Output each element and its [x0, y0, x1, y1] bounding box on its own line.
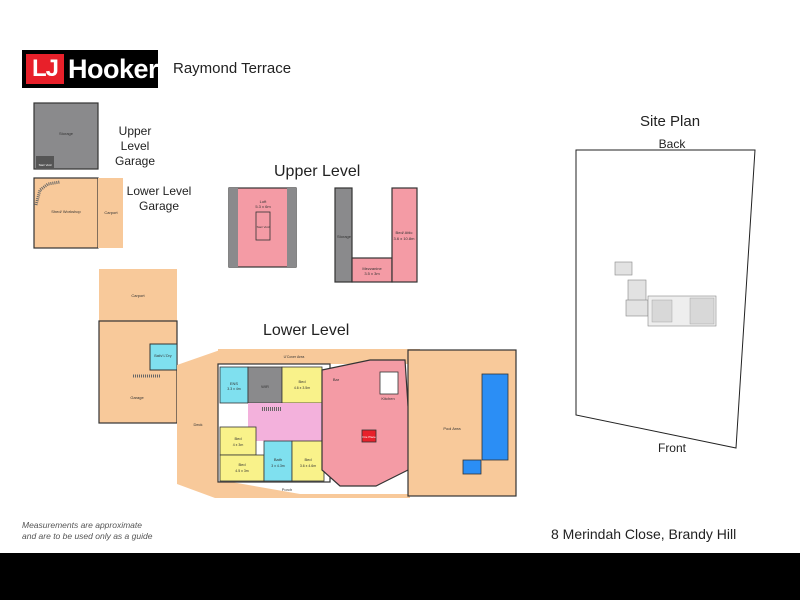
pool-area-label: Pool Area	[443, 426, 461, 431]
loft-label: Loft	[260, 199, 268, 204]
kitchen-label: Kitchen	[381, 396, 394, 401]
fire-place-label: Fire Place	[362, 435, 376, 439]
covered-area-label: U'Cover Area	[284, 355, 305, 359]
bottom-bar	[0, 553, 800, 600]
upper-attic: Storage Mezzanine 3.5 x 3m Bed/ Attic 3.…	[334, 187, 418, 283]
logo-lj-mark: LJ	[26, 54, 64, 84]
property-address: 8 Merindah Close, Brandy Hill	[551, 526, 737, 542]
bed1-label: Bed	[298, 379, 305, 384]
garage-label: Garage	[130, 395, 144, 400]
bar-label: Bar	[333, 377, 340, 382]
bed3-dim: 4.5 x 3m	[235, 469, 249, 473]
site-plan	[575, 149, 756, 449]
lower-carport-garage: Carport Bath/ L'Dry Garage	[98, 269, 178, 424]
bed3-label: Bed	[238, 462, 245, 467]
ens-label: ENS	[230, 381, 239, 386]
storage-label: Storage	[59, 131, 74, 136]
shed-label: Shed/ Workshop	[51, 209, 81, 214]
bed-attic-label: Bed/ Attic	[396, 230, 413, 235]
bed-attic-dim: 3.6 x 10.8m	[394, 236, 416, 241]
lower-level-garage-title: Lower Level Garage	[126, 184, 192, 213]
site-plan-title: Site Plan	[640, 113, 701, 130]
upper-storage-label: Storage	[337, 234, 352, 239]
bath-wc-label: Bath/ L'Dry	[154, 354, 171, 358]
porch-label: Porch	[282, 487, 292, 492]
loft-stair-void-label: Stair Void	[257, 225, 270, 229]
bath-label: Bath	[274, 457, 282, 462]
bed4-label: Bed	[304, 457, 311, 462]
lower-main-house: Deck U'Cover Area ENS 3.3 x 4m WIR Bed 4…	[177, 349, 517, 498]
carport-label: Carport	[131, 293, 145, 298]
mezzanine-label: Mezzanine	[362, 266, 382, 271]
disclaimer: Measurements are approximate and are to …	[22, 520, 152, 542]
site-plan-front-label: Front	[657, 441, 686, 455]
upper-loft: Loft 5.3 x 6m Stair Void	[228, 187, 297, 268]
stair-void-label: Stair Void	[39, 163, 52, 167]
mezzanine-dim: 3.5 x 3m	[364, 271, 380, 276]
carport-side-label: Carport	[104, 210, 118, 215]
wir-label: WIR	[261, 384, 269, 389]
bed4-dim: 3.6 x 4.6m	[300, 464, 316, 468]
bed2-label: Bed	[234, 436, 241, 441]
site-plan-back-label: Back	[658, 137, 686, 151]
upper-level-garage-title: Upper Level Garage	[114, 124, 156, 168]
lj-hooker-logo: LJ Hooker	[22, 50, 159, 88]
deck-label: Deck	[193, 422, 202, 427]
loft-dim: 5.3 x 6m	[255, 204, 271, 209]
ens-dim: 3.3 x 4m	[227, 387, 241, 391]
bed1-dim: 4.6 x 3.5m	[294, 386, 310, 390]
lower-level-title: Lower Level	[263, 322, 350, 339]
disclaimer-line-2: and are to be used only as a guide	[22, 531, 153, 541]
upper-level-garage: Storage Stair Void	[33, 102, 99, 170]
lower-level-garage: Shed/ Workshop Carport	[33, 177, 123, 249]
upper-level-title: Upper Level	[274, 163, 361, 180]
bath-dim: 3 x 4.3m	[271, 464, 285, 468]
disclaimer-line-1: Measurements are approximate	[22, 520, 143, 530]
office-name: Raymond Terrace	[173, 60, 292, 77]
bed2-dim: 4 x 3m	[233, 443, 244, 447]
logo-wordmark: Hooker	[68, 54, 159, 84]
